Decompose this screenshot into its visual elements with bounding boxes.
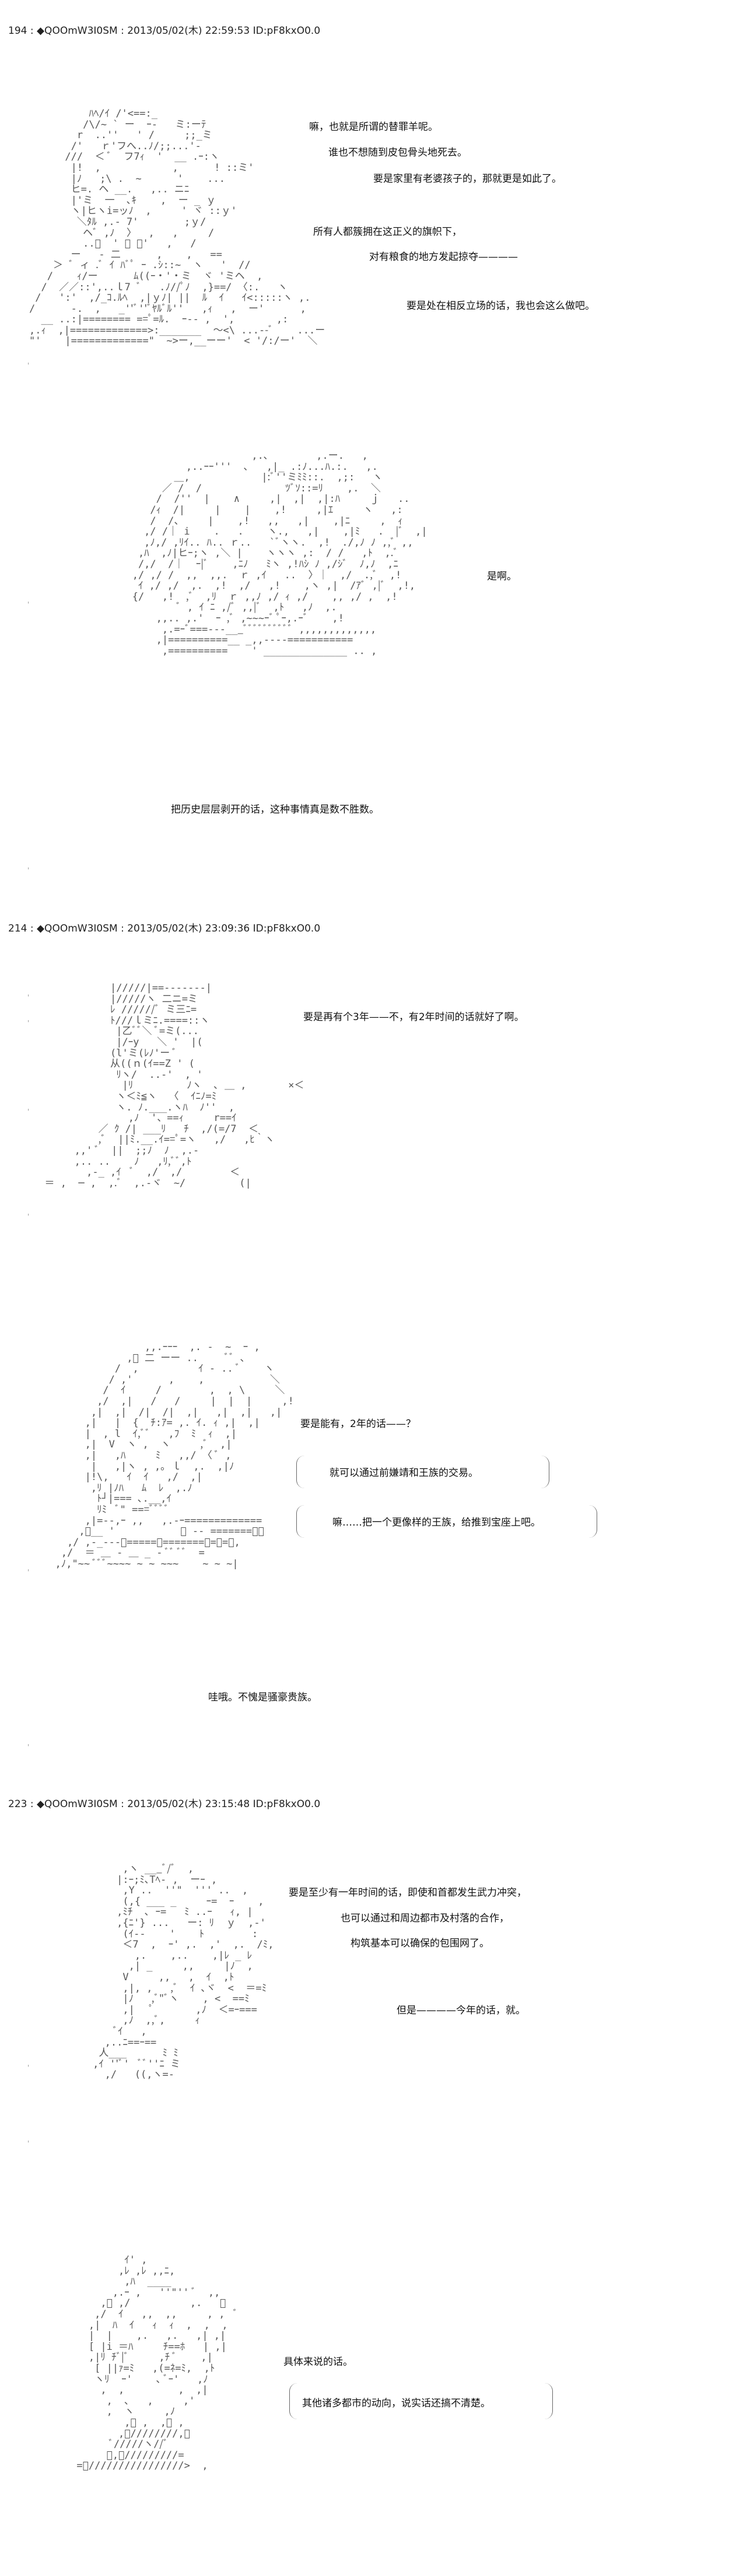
dialogue-line: 把历史层层剥开的话，这种事情真是数不胜数。: [171, 804, 379, 816]
separator-dot: ': [27, 1019, 30, 1027]
dialogue-line: 所有人都簇拥在这正义的旗帜下，: [313, 226, 462, 238]
dialogue-line: 要是家里有老婆孩子的，那就更是如此了。: [373, 173, 562, 185]
dialogue-line: 但是————今年的话，就。: [397, 2005, 525, 2016]
dialogue-line: 谁也不想随到皮包骨头地死去。: [328, 147, 467, 159]
separator-dot: ': [27, 1568, 30, 1576]
separator-dot: ': [27, 866, 30, 874]
speech-bubble: [296, 1505, 597, 1538]
separator-dot: ': [27, 1213, 30, 1221]
separator-dot: ': [27, 1108, 30, 1116]
separator-dot: ': [27, 993, 30, 1001]
separator-dot: ': [27, 361, 30, 370]
separator-dot: ': [27, 600, 30, 609]
post-header: 223 : ◆QOOmW3I0SM : 2013/05/02(木) 23:15:…: [8, 1798, 321, 1810]
dialogue-line: 是啊。: [487, 571, 517, 582]
separator-dot: ': [27, 2064, 30, 2072]
dialogue-line: 也可以通过和周边都市及村落的合作，: [341, 1913, 509, 1924]
ascii-art-character: ,ヽ ___ﾞ/ﾞ , |:ｰ;ﾐ､Tﾍ- , ーｰ , ,Y .. ''" '…: [93, 1863, 274, 2081]
ascii-art-character: ﾊﾍ/ｲ /'<==:_ /\/~ ` ー ｰ‐ ミ:ーﾃ r ..'' ' /…: [29, 108, 325, 347]
speech-bubble: [296, 1456, 549, 1488]
separator-dot: ': [27, 2139, 30, 2148]
dialogue-line: 对有粮食的地方发起掠夺————: [369, 251, 518, 263]
dialogue-line: 构筑基本可以确保的包围网了。: [351, 1938, 489, 1949]
dialogue-line: 其他诸多都市的动向，说实话还搞不清楚。: [302, 2398, 490, 2409]
ascii-art-character: ,,.ｰｰｰ ,. - ~ ｰ , ,ﾞ 二 ーー .. ﾞﾞ ､ / , ｲ …: [55, 1341, 294, 1570]
dialogue-line: 就可以通过前嫌靖和王族的交易。: [330, 1467, 478, 1479]
ascii-art-character: ,.､ ,.ー. , ,..ｰｰ''' ､ ,|_ .:ﾉ...ﾊ.:. ,. …: [132, 450, 427, 657]
dialogue-line: 要是能有，2年的话——？: [300, 1418, 416, 1430]
post-header: 214 : ◆QOOmW3I0SM : 2013/05/02(木) 23:09:…: [8, 923, 321, 934]
speech-bubble: [289, 2383, 553, 2419]
separator-dot: ': [27, 1743, 30, 1751]
dialogue-line: 要是处在相反立场的话，我也会这么做吧。: [406, 300, 595, 312]
post-header: 194 : ◆QOOmW3I0SM : 2013/05/02(木) 22:59:…: [8, 25, 321, 37]
dialogue-line: 具体来说的话。: [283, 2356, 353, 2368]
ascii-art-character: |/////|==-------| |/////ヽ 二ニ=ミ ﾚ //////ﾞ…: [44, 982, 304, 1189]
dialogue-line: 嘛，也就是所谓的替罪羊呢。: [309, 121, 438, 133]
dialogue-line: 要是至少有一年时间的话，即使和首都发生武力冲突，: [289, 1887, 527, 1899]
dialogue-line: 哇哦。不愧是骚豪贵族。: [208, 1692, 317, 1703]
ascii-art-character: ｲ' , ,ﾚ ,ﾚ ,,ﾆ, ,ﾊ ____ ,.ｰ , ''"'' ﾞ ,,…: [76, 2254, 239, 2472]
dialogue-line: 嘛……把一个更像样的王族，给推到宝座上吧。: [332, 1517, 541, 1528]
dialogue-line: 要是再有个3年——不，有2年时间的话就好了啊。: [303, 1011, 524, 1023]
